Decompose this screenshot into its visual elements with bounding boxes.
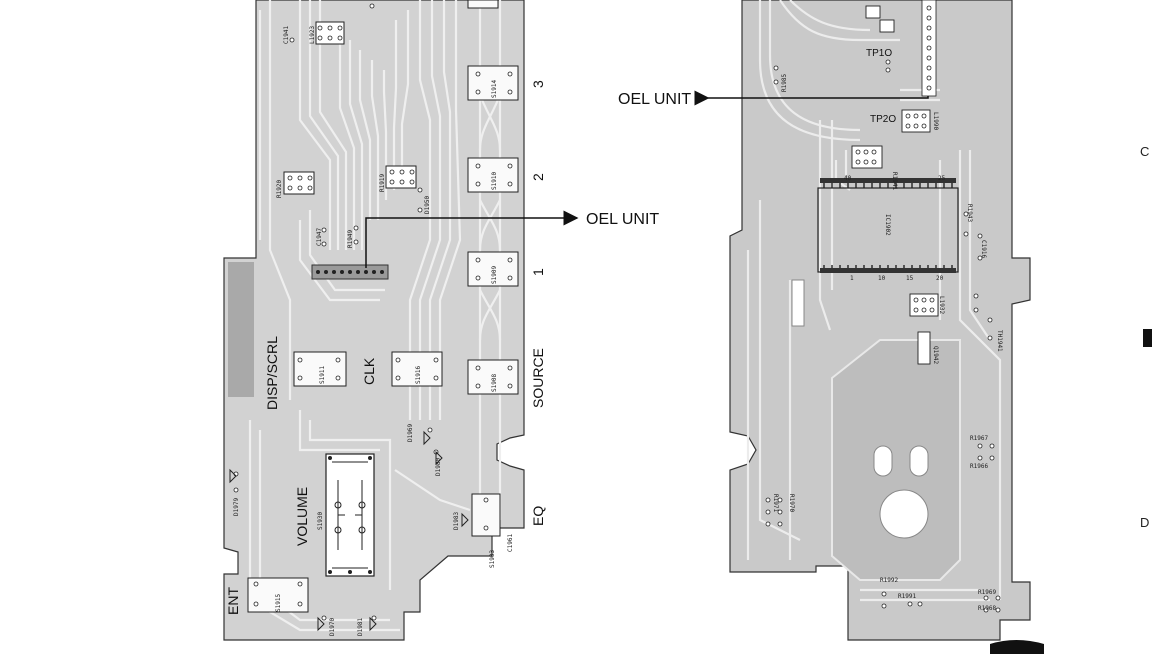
ref-c1947: C1947	[316, 228, 323, 246]
ref-r1971: R1971	[772, 494, 779, 512]
volume-slider-pins	[328, 456, 372, 574]
ref-r1992: R1992	[880, 577, 898, 584]
disp-scrl-label: DISP/SCRL	[264, 336, 280, 410]
preset-2-label: 2	[530, 173, 546, 181]
volume-label: VOLUME	[294, 487, 310, 546]
eq-label: EQ	[530, 506, 546, 526]
ref-r1967: R1967	[970, 435, 988, 442]
right-oel-unit-label: OEL UNIT	[618, 91, 691, 108]
ic-pin-1: 1	[850, 275, 854, 282]
left-solder-pads	[233, 3, 513, 621]
ref-d1970: D1970	[329, 618, 336, 636]
volume-slider-footprint	[325, 453, 375, 577]
ent-label: ENT	[225, 587, 241, 615]
ref-c1961: C1961	[507, 534, 514, 552]
ref-r1970: R1970	[788, 494, 795, 512]
ref-r1968: R1968	[978, 605, 996, 612]
preset-1-label: 1	[530, 268, 546, 276]
right-board-traces	[746, 0, 1002, 602]
right-solder-pads	[765, 59, 1001, 613]
page-corner-tab	[990, 640, 1044, 654]
ref-c1916: C1916	[980, 240, 987, 258]
ref-th1941: TH1941	[996, 330, 1003, 352]
right-board-ground-plane	[831, 339, 961, 581]
ref-r1969: R1969	[978, 589, 996, 596]
ref-c1941: C1941	[283, 26, 290, 44]
left-oel-unit-label: OEL UNIT	[586, 211, 659, 228]
ref-r1991: R1991	[898, 593, 916, 600]
ref-s1916: S1916	[415, 366, 422, 384]
ref-s1914: S1914	[491, 80, 498, 98]
ref-d1983: D1983	[453, 512, 460, 530]
ref-d1981: D1981	[357, 618, 364, 636]
ref-r1943: R1943	[966, 204, 973, 222]
ref-q1942: Q1942	[932, 346, 939, 364]
right-board: OEL UNIT TP1O TP2O 40 25 1 10 15 20 R198…	[618, 0, 1031, 641]
ref-l1990: L1990	[932, 112, 939, 130]
ic-pin-40: 40	[844, 175, 852, 182]
left-led-symbols	[229, 430, 469, 632]
ref-s1909: S1909	[491, 266, 498, 284]
ic1902-pin-rows	[820, 178, 956, 273]
ref-r1919: R1919	[379, 174, 386, 192]
ref-ic1902: IC1902	[884, 214, 891, 236]
ref-r1966: R1966	[970, 463, 988, 470]
left-oel-arrow	[365, 210, 579, 268]
ref-s1930: S1930	[317, 512, 324, 530]
left-connector-pins	[316, 270, 384, 274]
tp1-label: TP1O	[866, 48, 892, 59]
ref-r1985: R1985	[781, 74, 788, 92]
ref-r1920: R1920	[276, 180, 283, 198]
left-board-traces	[248, 0, 502, 632]
ref-d1980: D1980	[435, 458, 442, 476]
preset-3-label: 3	[530, 80, 546, 88]
left-board: OEL UNIT DISP/SCRL CLK SOURCE VOLUME EQ …	[223, 0, 659, 641]
volume-slider-detail	[332, 461, 368, 569]
ref-l1923: L1923	[309, 26, 316, 44]
ref-d1950: D1950	[424, 196, 431, 214]
left-board-ground-strip	[228, 262, 254, 397]
source-label: SOURCE	[530, 348, 546, 408]
ref-d1969: D1969	[407, 424, 414, 442]
left-switch-footprints	[247, 0, 519, 613]
right-oel-arrow	[694, 90, 929, 106]
right-connector-column	[921, 0, 937, 97]
edge-marker-block	[1143, 329, 1152, 347]
ref-s1910: S1910	[491, 172, 498, 190]
ic-pin-25: 25	[938, 175, 946, 182]
ref-s1908: S1908	[491, 374, 498, 392]
clk-label: CLK	[361, 357, 377, 385]
ic-pin-20: 20	[936, 275, 944, 282]
right-board-holes	[791, 279, 929, 539]
edge-label-c: C	[1140, 144, 1149, 159]
ref-s1915: S1915	[275, 594, 282, 612]
edge-label-d: D	[1140, 515, 1149, 530]
ref-r1949: R1949	[347, 230, 354, 248]
ref-d1979: D1979	[233, 498, 240, 516]
ref-s1903: S1903	[489, 550, 496, 568]
ref-s1911: S1911	[319, 366, 326, 384]
ref-l1932: L1932	[938, 296, 945, 314]
ref-r1941: R1941	[891, 172, 898, 190]
ic-pin-10: 10	[878, 275, 886, 282]
tp2-label: TP2O	[870, 114, 896, 125]
ic-pin-15: 15	[906, 275, 914, 282]
